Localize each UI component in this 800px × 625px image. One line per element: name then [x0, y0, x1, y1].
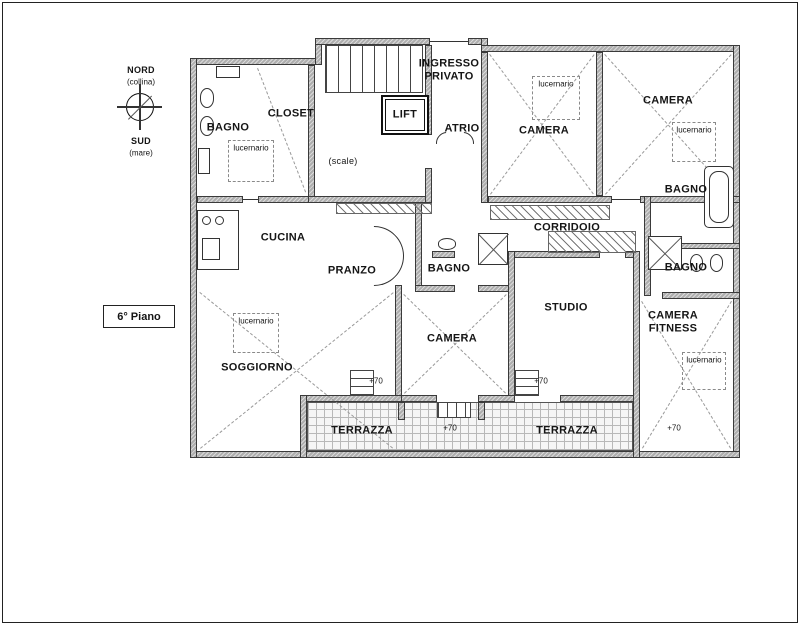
toilet-icon [200, 88, 214, 108]
washbasin-icon [216, 66, 240, 78]
level-marker: +70 [369, 376, 383, 386]
door-line [243, 199, 258, 200]
wall-segment [478, 402, 485, 420]
wall-segment [488, 196, 612, 203]
room-label-lift: LIFT [392, 108, 418, 121]
wall-segment [662, 292, 740, 299]
wall-segment [308, 196, 432, 203]
room-label-camera-top: CAMERA [518, 124, 570, 137]
room-label-bagno-e1: BAGNO [664, 183, 708, 196]
room-label-camera-fitness: CAMERA FITNESS [647, 309, 699, 334]
skylight-label: lucernario [233, 143, 269, 153]
steps-icon [515, 370, 539, 396]
wall-segment [395, 285, 402, 402]
compass-south-label: SUD [131, 135, 151, 146]
room-label-ingresso: INGRESSO PRIVATO [418, 57, 480, 82]
wall-segment [508, 251, 515, 402]
level-marker: +70 [667, 423, 681, 433]
toilet-icon [690, 254, 703, 272]
steps-icon [350, 370, 374, 396]
terrace-floor [307, 402, 633, 451]
skylight-label: lucernario [676, 125, 712, 135]
room-label-pranzo: PRANZO [327, 264, 377, 277]
wall-segment [481, 52, 488, 203]
bidet-icon [200, 116, 214, 136]
skylight-box [233, 313, 279, 353]
lift-box [381, 95, 429, 135]
wall-segment [258, 196, 312, 203]
room-label-bagno-c: BAGNO [427, 262, 471, 275]
floor-badge-label: 6° Piano [117, 310, 161, 323]
wall-segment [560, 395, 640, 402]
door-line [612, 199, 640, 200]
room-label-camera-ne: CAMERA [642, 94, 694, 107]
hatched-passage [490, 205, 610, 220]
skylight-box [682, 352, 726, 390]
bidet-icon [710, 254, 723, 272]
room-label-terrazza-e: TERRAZZA [536, 424, 598, 437]
room-label-corridoio: CORRIDOIO [533, 221, 601, 234]
wall-segment [300, 395, 402, 402]
level-marker: +70 [534, 376, 548, 386]
compass-north-sub: (collina) [126, 77, 156, 87]
skylight-box [532, 76, 580, 120]
steps-icon [437, 402, 471, 418]
kitchen-sink-icon [202, 238, 220, 260]
wall-segment [481, 45, 740, 52]
entry-door-line [430, 41, 468, 42]
burner-icon [202, 216, 211, 225]
burner-icon [215, 216, 224, 225]
wall-segment [640, 196, 740, 203]
curved-wall-arc [331, 213, 417, 299]
sink-icon [198, 148, 210, 174]
staircase-icon [325, 45, 423, 93]
hatched-passage [336, 203, 432, 214]
room-label-studio: STUDIO [544, 301, 588, 314]
wall-segment [300, 395, 307, 458]
room-label-camera-c: CAMERA [426, 332, 478, 345]
floor-badge: 6° Piano [103, 305, 175, 328]
skylight-box [228, 140, 274, 182]
wall-segment [197, 196, 243, 203]
wall-segment [415, 285, 455, 292]
wall-segment [415, 203, 422, 292]
skylight-label: lucernario [238, 316, 274, 326]
room-label-scala: (scale) [328, 155, 358, 166]
skylight-box [672, 122, 716, 162]
skylight-label: lucernario [686, 355, 722, 365]
bathtub-inner-icon [709, 171, 729, 223]
wall-segment [478, 395, 515, 402]
room-label-soggiorno: SOGGIORNO [221, 361, 293, 374]
level-marker: +70 [443, 423, 457, 433]
wall-segment [425, 168, 432, 203]
wall-segment [190, 451, 740, 458]
wall-segment [596, 52, 603, 196]
wall-segment [190, 58, 322, 65]
wall-segment [398, 402, 405, 420]
wall-segment [190, 58, 197, 458]
room-label-bagno-nw: BAGNO [206, 121, 250, 134]
wall-segment [432, 251, 455, 258]
compass-north-label: NORD [127, 64, 155, 75]
wall-segment [308, 65, 315, 203]
room-label-terrazza-w: TERRAZZA [331, 424, 393, 437]
compass-south-sub: (mare) [129, 148, 153, 158]
skylight-label: lucernario [538, 79, 574, 89]
room-label-cucina: CUCINA [260, 231, 306, 244]
wall-segment [315, 38, 430, 45]
wall-segment [733, 45, 740, 458]
room-label-atrio: ATRIO [444, 122, 480, 135]
hatched-passage [548, 231, 636, 253]
wall-segment [633, 251, 640, 458]
sink-icon [438, 238, 456, 250]
room-label-closet: CLOSET [267, 107, 315, 120]
room-label-bagno-e2: BAGNO [664, 261, 708, 274]
